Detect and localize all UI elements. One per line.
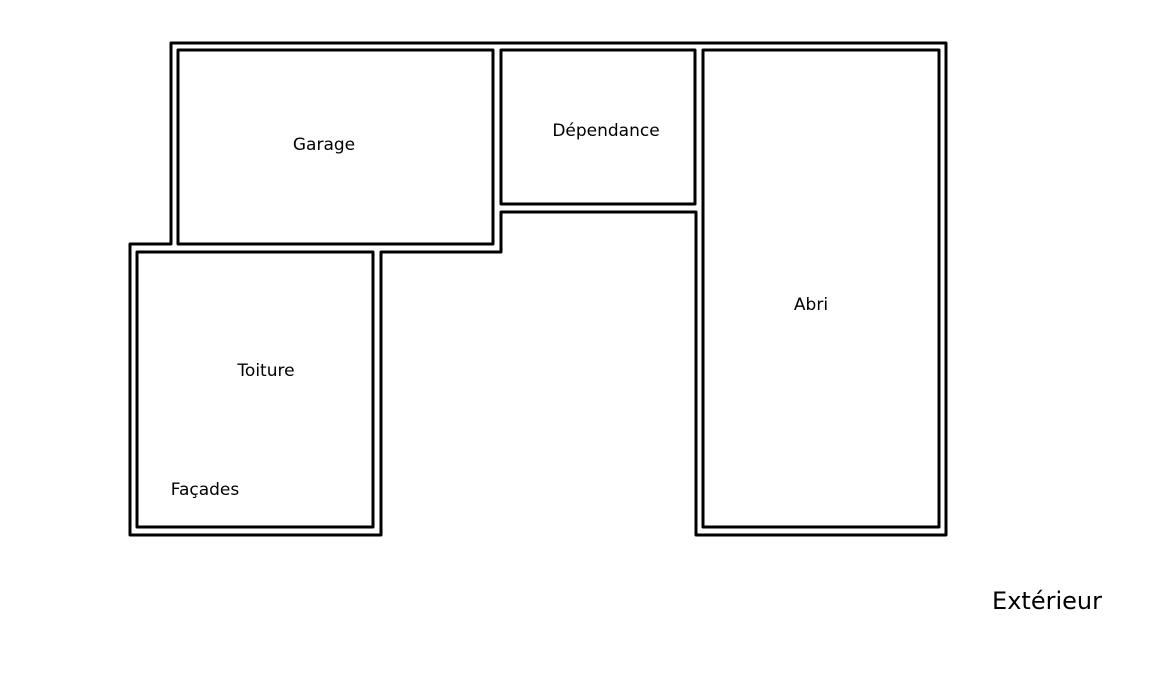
room-dependance-wall — [499, 48, 697, 206]
room-abri-label[interactable]: Abri — [793, 295, 829, 315]
room-garage-wall — [176, 48, 495, 246]
exterior-label[interactable]: Extérieur — [992, 587, 1102, 615]
room-abri-wall — [701, 48, 941, 529]
room-toiture-wall — [135, 250, 375, 529]
room-garage-label[interactable]: Garage — [292, 135, 356, 155]
room-dependance-label[interactable]: Dépendance — [552, 121, 660, 141]
room-facades-label[interactable]: Façades — [170, 480, 240, 500]
room-toiture-label[interactable]: Toiture — [237, 361, 295, 381]
outer-wall — [128, 41, 948, 537]
